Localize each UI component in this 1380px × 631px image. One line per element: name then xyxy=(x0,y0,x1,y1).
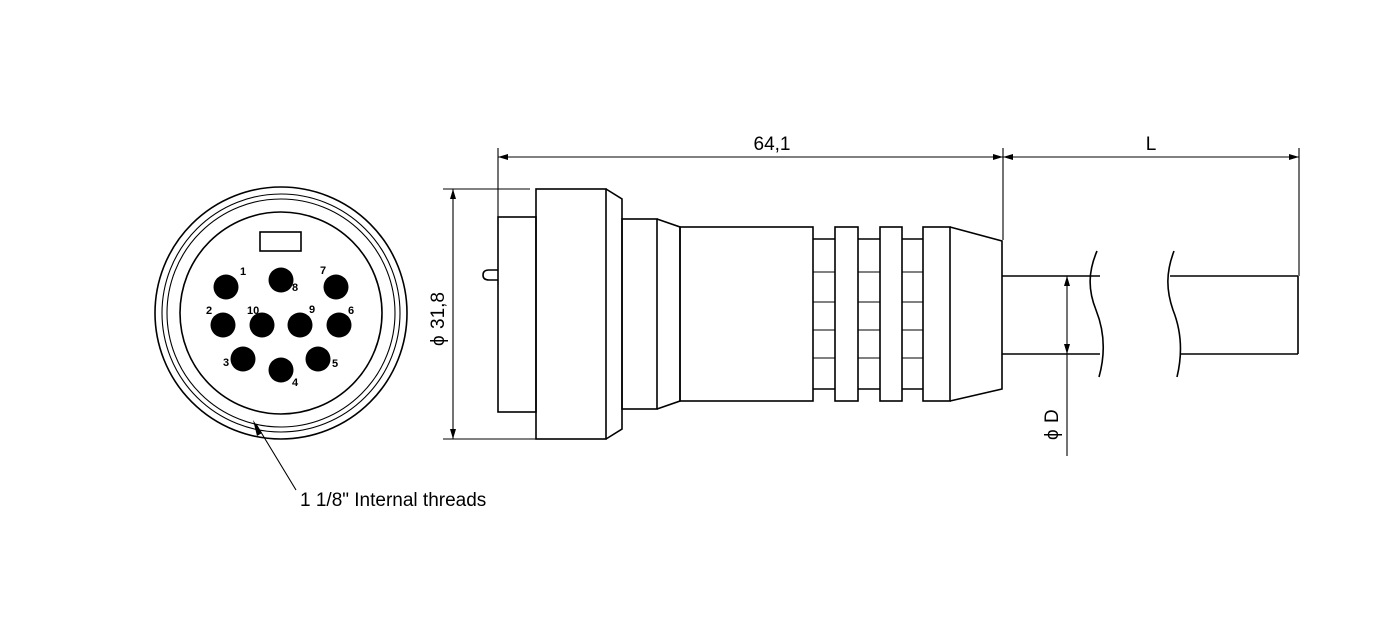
pin-label-7: 7 xyxy=(320,265,326,277)
pin-label-5: 5 xyxy=(332,358,338,370)
locating-pin xyxy=(482,269,498,281)
side-view xyxy=(482,188,1299,440)
pin-contact xyxy=(287,312,313,338)
neck xyxy=(621,218,658,410)
cable-diameter-symbol: ϕ xyxy=(1042,429,1063,440)
callout-arrowhead xyxy=(253,420,262,436)
outer-ring xyxy=(154,186,408,440)
callout-leader xyxy=(255,423,297,491)
coupling-nut-bevel xyxy=(605,188,623,440)
pin-labels: 1 2 3 4 5 6 7 8 9 10 xyxy=(206,265,354,389)
thread-callout: 1 1/8" Internal threads xyxy=(300,490,486,511)
grip-rib xyxy=(879,226,903,402)
neck-taper xyxy=(656,218,681,410)
pin-label-9: 9 xyxy=(309,304,315,316)
coupling-nut xyxy=(535,188,607,440)
key-notch xyxy=(259,231,302,252)
grip-rib xyxy=(834,226,859,402)
insert-face xyxy=(179,211,383,415)
pin-label-1: 1 xyxy=(240,266,246,278)
pin-label-2: 2 xyxy=(206,305,212,317)
dimension-cable-diameter-label: ϕ D xyxy=(1042,409,1063,440)
cable-diameter-value: D xyxy=(1042,409,1063,423)
pin-contact xyxy=(268,357,294,383)
pin-contact xyxy=(213,274,239,300)
pin-contact xyxy=(326,312,352,338)
pin-label-8: 8 xyxy=(292,282,298,294)
cable-break xyxy=(1167,250,1182,378)
pin-label-6: 6 xyxy=(348,305,354,317)
thread-ring-inner xyxy=(166,198,396,428)
strain-relief xyxy=(949,226,1003,402)
pin-contact xyxy=(210,312,236,338)
dimension-lines: 64,1 L ϕ 31,8 ϕ D xyxy=(428,134,1300,456)
pin-contact xyxy=(249,312,275,338)
thread-ring xyxy=(161,193,401,433)
pin-label-4: 4 xyxy=(292,377,299,389)
pin-contact xyxy=(323,274,349,300)
dimension-length-label: 64,1 xyxy=(754,134,791,155)
grip-rib xyxy=(922,226,951,402)
pin-contact xyxy=(268,267,294,293)
front-view: 1 2 3 4 5 6 7 8 9 10 1 1/8" Internal thr… xyxy=(154,186,486,511)
diameter-value: 31,8 xyxy=(428,292,449,329)
pin-label-10: 10 xyxy=(247,305,259,317)
pin-contact xyxy=(230,346,256,372)
diameter-symbol: ϕ xyxy=(428,335,449,346)
front-lip xyxy=(497,216,537,413)
dimension-cable-length-label: L xyxy=(1146,134,1157,155)
body xyxy=(679,226,814,402)
pin-contact xyxy=(305,346,331,372)
dimension-diameter-label: ϕ 31,8 xyxy=(428,292,449,346)
cable-break xyxy=(1089,250,1105,378)
pin-contacts xyxy=(210,267,352,383)
pin-label-3: 3 xyxy=(223,357,229,369)
